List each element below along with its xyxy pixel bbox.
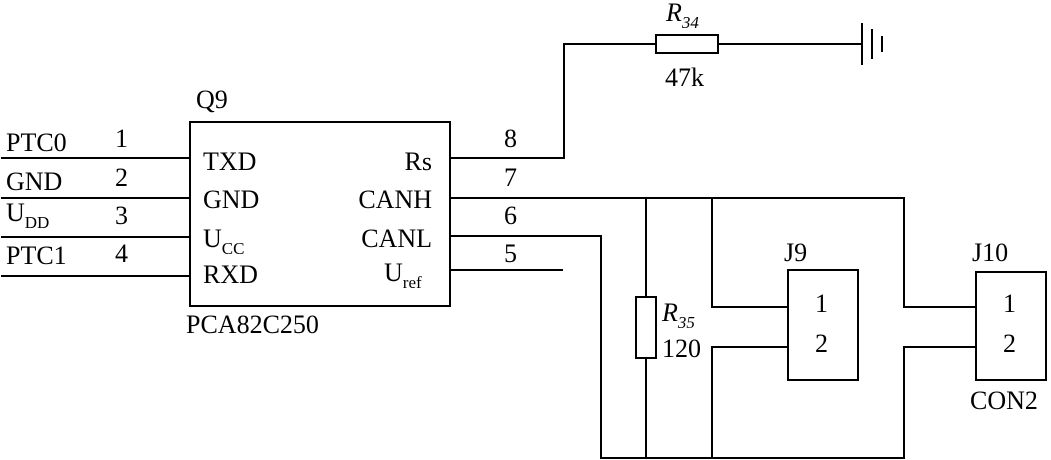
chip-pin-name-rs: Rs [405,147,432,176]
wire-canl-j10 [903,346,977,459]
r34-ref: R34 [665,0,699,32]
j10-ref: J10 [972,238,1008,267]
j10-pin2: 2 [1003,329,1016,358]
signal-ptc1: PTC1 [6,241,67,270]
j9-pin2: 2 [815,329,828,358]
j9-ref: J9 [784,238,807,267]
j10-pin1: 1 [1003,289,1016,318]
signal-gnd: GND [6,167,62,196]
chip-body [189,121,451,307]
pin-number-4: 4 [115,239,128,268]
chip-pin-name-canh: CANH [358,185,432,214]
r35-value: 120 [662,334,701,363]
resistor-r35-body [635,296,657,359]
r34-value: 47k [665,63,704,92]
chip-pin-name-canl: CANL [361,224,432,253]
chip-part: PCA82C250 [186,310,319,339]
pin-number-7: 7 [504,163,517,192]
chip-pin-name-txd: TXD [203,147,256,176]
wires [1,43,977,459]
wire-canh-j10 [903,197,977,308]
connector-j9: J9 1 2 [784,238,859,381]
wire-canl-j9 [711,346,789,459]
resistor-r35: R35 120 [635,296,701,363]
j10-part: CON2 [970,386,1038,415]
pin-number-8: 8 [504,124,517,153]
j9-pin1: 1 [815,289,828,318]
left-pin-labels: 1 2 3 4 PTC0 GND UDD PTC1 [6,124,128,270]
pin-number-3: 3 [115,201,128,230]
chip-pin-name-gnd: GND [203,185,259,214]
pin-number-5: 5 [504,239,517,268]
connector-j9-body [787,269,859,381]
signal-ptc0: PTC0 [6,128,67,157]
ground-icon [861,23,883,65]
resistor-r34-body [655,34,719,54]
connector-j10: J10 1 2 CON2 [970,238,1047,415]
connector-j10-body [975,271,1047,381]
pin-number-1: 1 [115,124,128,153]
signal-udd: UDD [6,198,49,232]
transceiver-chip: Q9 PCA82C250 TXD GND UCC RXD Rs CANH CAN… [186,85,451,339]
wire-rs [449,43,657,159]
pin-number-6: 6 [504,201,517,230]
resistor-r34: R34 47k [655,0,719,92]
chip-pin-name-rxd: RXD [203,260,258,289]
wire-canh-j9 [711,197,789,308]
wire-canl [449,235,905,459]
chip-pin-name-ucc: UCC [203,224,244,258]
chip-pin-name-uref: Uref [384,258,422,292]
r35-ref: R35 [661,298,695,332]
right-pin-labels: 8 7 6 5 [504,124,517,268]
chip-ref: Q9 [196,85,228,114]
pin-number-2: 2 [115,163,128,192]
